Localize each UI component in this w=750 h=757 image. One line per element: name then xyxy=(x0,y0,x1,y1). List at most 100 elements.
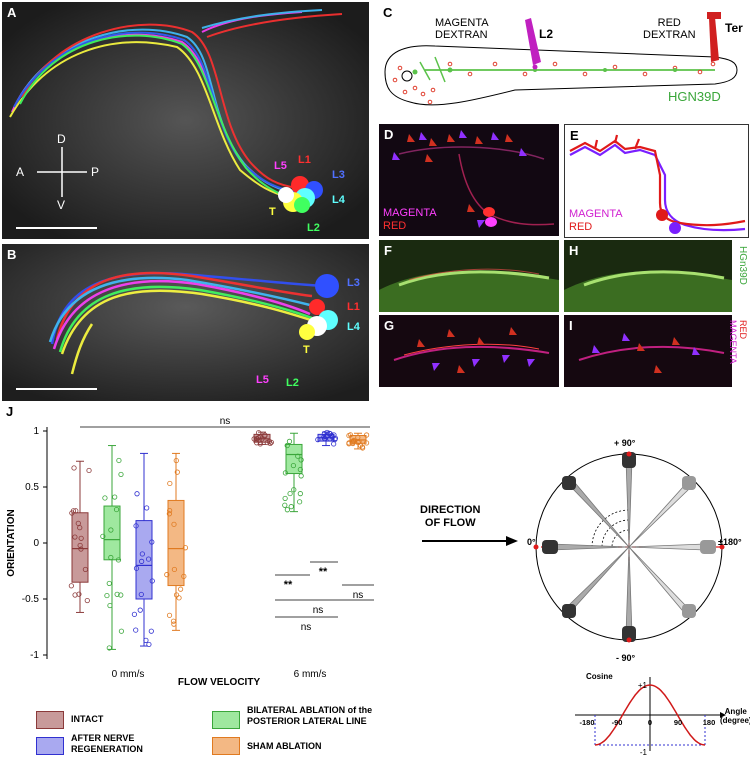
data-point xyxy=(324,429,330,436)
y-tick-label: -1 xyxy=(30,650,39,661)
side-label-hgn39d-text: HGn39D xyxy=(737,246,748,285)
data-point xyxy=(118,471,124,478)
data-point xyxy=(171,521,177,527)
panel-b-image: B L3 L1 L4 T L5 L2 xyxy=(2,244,369,401)
data-point xyxy=(322,436,328,442)
data-point xyxy=(282,502,288,508)
box xyxy=(167,499,185,587)
data-point xyxy=(72,592,78,598)
data-point xyxy=(146,641,152,648)
y-tick-label: 0 xyxy=(33,538,39,549)
flow-arrow-icon xyxy=(422,536,518,546)
data-point xyxy=(363,440,370,446)
legend-swatch-intact xyxy=(36,711,64,729)
panel-i-image: I xyxy=(564,315,732,387)
data-point xyxy=(171,566,178,573)
data-point xyxy=(112,494,118,500)
ns-c-label: ns xyxy=(301,622,312,633)
label-b-l2: L2 xyxy=(286,377,299,389)
data-point xyxy=(287,490,293,497)
data-point xyxy=(284,507,290,513)
label-l4: L4 xyxy=(332,194,345,206)
x-category-label: 0 mm/s xyxy=(112,669,145,680)
data-point xyxy=(82,566,89,573)
legend: INTACT BILATERAL ABLATION of the POSTERI… xyxy=(0,703,470,757)
data-point xyxy=(297,466,303,473)
data-point xyxy=(297,491,303,497)
data-point xyxy=(100,533,106,539)
label-l2: L2 xyxy=(307,222,320,234)
sig1-label: ** xyxy=(284,579,293,591)
cosine-xlabel-2: (degree) xyxy=(720,716,750,725)
polar-top-label: + 90° xyxy=(614,438,636,448)
legend-swatch-sham xyxy=(212,737,240,755)
side-label-hgn39d: HGn39D xyxy=(734,242,750,312)
y-tick-label: 1 xyxy=(33,426,39,437)
data-point xyxy=(133,565,140,571)
direction-label-1: DIRECTION xyxy=(420,504,481,516)
data-point xyxy=(290,462,297,469)
data-point xyxy=(143,637,149,643)
data-point xyxy=(351,437,357,444)
data-point xyxy=(167,480,173,487)
side-label-red-magenta: RED MAGENTA xyxy=(728,318,750,388)
cos-ytick-top: +1 xyxy=(638,681,648,690)
side-label-magenta-text: MAGENTA xyxy=(728,320,738,364)
data-point xyxy=(182,545,189,551)
data-point xyxy=(71,465,77,471)
data-point xyxy=(346,432,352,439)
data-point xyxy=(78,546,84,552)
data-point xyxy=(75,520,81,526)
d-red-label: RED xyxy=(383,220,407,232)
data-point xyxy=(106,580,112,587)
data-point xyxy=(138,591,144,598)
cos-curve xyxy=(594,684,706,746)
panel-h-image: H xyxy=(564,240,732,312)
direction-label-2: OF FLOW xyxy=(424,517,476,529)
c-l2-label: L2 xyxy=(539,27,554,41)
data-point xyxy=(108,527,114,533)
magenta-dextran-l2: DEXTRAN xyxy=(435,29,488,41)
data-point xyxy=(291,487,297,493)
data-point xyxy=(167,507,173,514)
data-point xyxy=(106,645,112,651)
cos-xtick: -180 xyxy=(579,718,594,727)
panel-letter-a: A xyxy=(7,5,17,20)
y-tick-label: -0.5 xyxy=(22,594,40,605)
panel-g-image: G xyxy=(379,315,559,387)
panel-letter-i: I xyxy=(569,318,573,333)
data-point xyxy=(288,504,294,510)
panel-d-image: D MAGENTA RED xyxy=(379,124,559,236)
panel-c: C MAGENTA DEXTRAN L2 RED DEXTRAN Ter HGN… xyxy=(375,2,748,117)
data-point xyxy=(166,612,173,618)
data-point xyxy=(166,511,172,517)
panel-i-micrograph xyxy=(578,333,725,373)
data-point xyxy=(262,433,268,439)
label-b-l4: L4 xyxy=(347,321,360,333)
data-point xyxy=(149,578,155,584)
x-category-label: 6 mm/s xyxy=(294,669,327,680)
panel-letter-g: G xyxy=(384,318,395,333)
data-point xyxy=(297,499,303,505)
ns-a-label: ns xyxy=(353,590,364,601)
data-point xyxy=(116,457,122,464)
data-point xyxy=(76,591,82,597)
data-point xyxy=(173,592,180,598)
label-b-l5: L5 xyxy=(256,374,269,386)
data-point xyxy=(77,542,83,549)
legend-label-ablation: BILATERAL ABLATION of the POSTERIOR LATE… xyxy=(247,705,373,726)
panel-letter-e: E xyxy=(570,128,579,143)
label-l1: L1 xyxy=(298,154,311,166)
data-point xyxy=(70,508,77,514)
box xyxy=(135,520,153,600)
panel-letter-f: F xyxy=(384,243,392,258)
data-point xyxy=(174,469,180,475)
magenta-dextran-l1: MAGENTA xyxy=(435,17,489,29)
panel-letter-b: B xyxy=(7,247,17,262)
cos-ytick-bottom: -1 xyxy=(640,748,648,757)
panel-letter-c: C xyxy=(383,5,393,20)
data-point xyxy=(137,607,143,613)
label-l5: L5 xyxy=(274,160,287,172)
